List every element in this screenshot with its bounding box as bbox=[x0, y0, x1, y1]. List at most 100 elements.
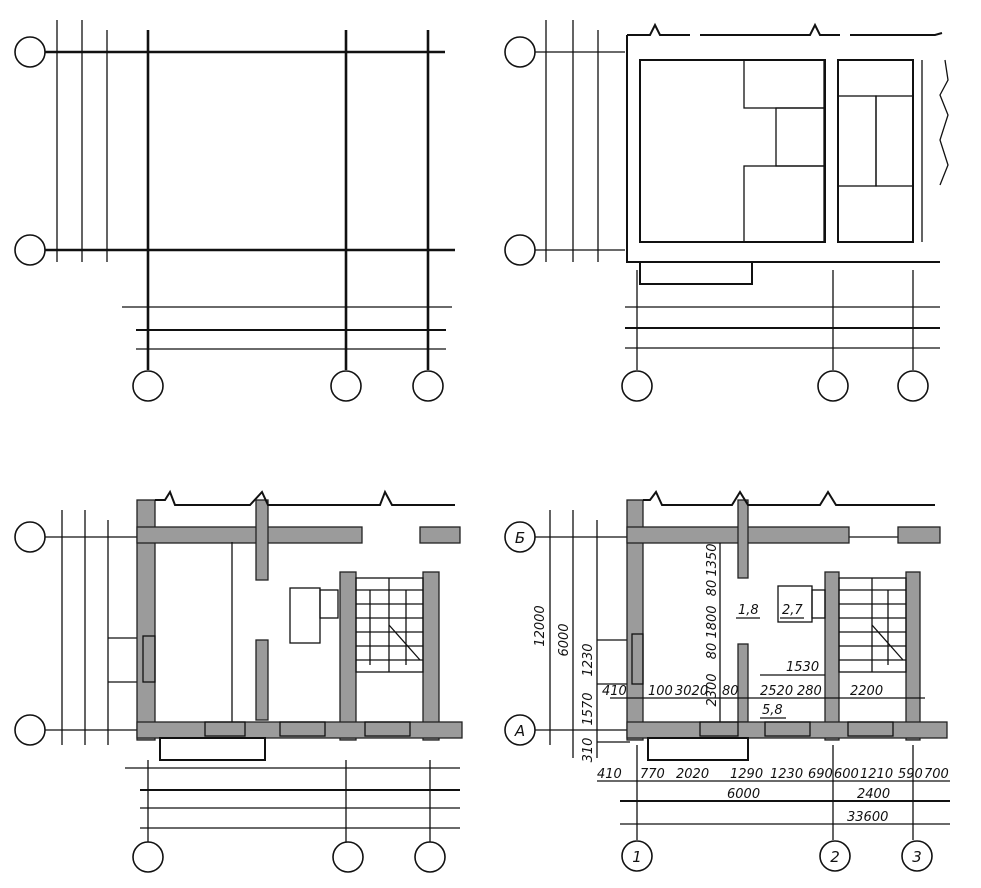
wall bbox=[419, 526, 461, 544]
axis-bubble-3 bbox=[897, 370, 929, 402]
dim-690: 690 bbox=[808, 767, 833, 782]
axis-bubble-2 bbox=[819, 840, 851, 872]
dim-310: 310 bbox=[581, 738, 596, 763]
axis-bubble-1 bbox=[621, 370, 653, 402]
dim-1570: 1570 bbox=[581, 692, 596, 725]
axis-label-2: 2 bbox=[830, 848, 840, 866]
dim-2200: 2200 bbox=[850, 684, 883, 699]
wall bbox=[905, 571, 921, 741]
dim-590: 590 bbox=[898, 767, 923, 782]
wall bbox=[136, 526, 363, 544]
room-area-3: 5,8 bbox=[762, 703, 783, 718]
balcony-outline bbox=[159, 737, 266, 761]
axis-bubble-b bbox=[504, 36, 536, 68]
axis-bubble-b bbox=[14, 521, 46, 553]
dim-100: 100 bbox=[648, 684, 673, 699]
toilet-fixture bbox=[319, 589, 339, 619]
window bbox=[142, 635, 156, 683]
wall bbox=[737, 643, 749, 723]
axis-bubble-1 bbox=[621, 840, 653, 872]
room-area-2: 2,7 bbox=[782, 603, 803, 618]
axis-label-3: 3 bbox=[912, 848, 922, 866]
axis-bubble-2 bbox=[330, 370, 362, 402]
axis-bubble-b bbox=[14, 36, 46, 68]
dim-280: 280 bbox=[797, 684, 822, 699]
outer-wall-top bbox=[155, 489, 455, 506]
panel-4-dimensioned-plan: Б А 12000 6000 1230 1570 310 bbox=[504, 490, 950, 872]
dim-410: 410 bbox=[602, 684, 627, 699]
dim-2400: 2400 bbox=[857, 787, 890, 802]
axis-label-b: Б bbox=[515, 529, 525, 547]
axis-bubble-2 bbox=[817, 370, 849, 402]
dim-12000: 12000 bbox=[533, 605, 548, 646]
dim-1530: 1530 bbox=[786, 660, 819, 675]
axis-bubble-1 bbox=[132, 841, 164, 873]
bath-fixture bbox=[289, 587, 321, 644]
axis-bubble-3 bbox=[414, 841, 446, 873]
dim-33600: 33600 bbox=[847, 810, 888, 825]
panel-2-walls bbox=[504, 20, 949, 402]
window bbox=[764, 721, 811, 737]
wall bbox=[422, 571, 440, 741]
dim-1230: 1230 bbox=[770, 767, 803, 782]
dim-3020: 3020 bbox=[675, 684, 708, 699]
outer-wall-top bbox=[627, 22, 943, 36]
dim-2520: 2520 bbox=[760, 684, 793, 699]
axis-label-1: 1 bbox=[632, 848, 642, 866]
dim-1290: 1290 bbox=[730, 767, 763, 782]
dim-700: 700 bbox=[924, 767, 949, 782]
wall bbox=[136, 499, 156, 741]
room-outline bbox=[743, 165, 825, 243]
dim-410: 410 bbox=[597, 767, 622, 782]
panel-3-walls-shaded bbox=[14, 489, 463, 873]
room-area-1: 1,8 bbox=[738, 603, 759, 618]
axis-bubble-2 bbox=[332, 841, 364, 873]
dim-770: 770 bbox=[640, 767, 665, 782]
dim-600: 600 bbox=[834, 767, 859, 782]
dim-80: 80 bbox=[705, 580, 720, 597]
window bbox=[631, 633, 644, 685]
wall bbox=[339, 571, 357, 741]
axis-bubble-a bbox=[14, 714, 46, 746]
axis-label-a: А bbox=[514, 722, 525, 740]
axis-bubble-a bbox=[14, 234, 46, 266]
wall bbox=[626, 499, 644, 741]
dim-80: 80 bbox=[705, 643, 720, 660]
room-outline bbox=[775, 107, 825, 167]
window bbox=[279, 721, 326, 737]
room-outline bbox=[743, 59, 825, 109]
outer-wall-edge bbox=[626, 35, 940, 263]
stair-arrow bbox=[388, 624, 421, 661]
axis-bubble-1 bbox=[132, 370, 164, 402]
room-outline bbox=[639, 59, 826, 243]
window bbox=[847, 721, 894, 737]
axis-bubble-3 bbox=[901, 840, 933, 872]
wall bbox=[897, 526, 941, 544]
room-outline bbox=[837, 95, 877, 187]
dim-1230: 1230 bbox=[581, 643, 596, 676]
panel-1-grid bbox=[14, 20, 455, 402]
balcony-outline bbox=[639, 261, 753, 285]
axis-bubble-a bbox=[504, 234, 536, 266]
wall bbox=[824, 571, 840, 741]
window bbox=[364, 721, 411, 737]
window bbox=[699, 721, 739, 737]
room-outline bbox=[875, 95, 914, 187]
dim-6000: 6000 bbox=[557, 623, 572, 656]
dim-1800: 1800 bbox=[705, 605, 720, 638]
window bbox=[204, 721, 246, 737]
toilet-fixture bbox=[811, 589, 826, 619]
break-line bbox=[939, 59, 949, 186]
wall bbox=[737, 499, 749, 579]
outer-wall-top bbox=[643, 490, 935, 506]
dim-1350: 1350 bbox=[705, 543, 720, 576]
axis-bubble-3 bbox=[412, 370, 444, 402]
balcony-outline bbox=[647, 737, 749, 761]
wall bbox=[255, 499, 269, 581]
wall bbox=[255, 639, 269, 721]
dim-80: 80 bbox=[722, 684, 739, 699]
dim-1210: 1210 bbox=[860, 767, 893, 782]
dim-6000: 6000 bbox=[727, 787, 760, 802]
dim-2020: 2020 bbox=[676, 767, 709, 782]
